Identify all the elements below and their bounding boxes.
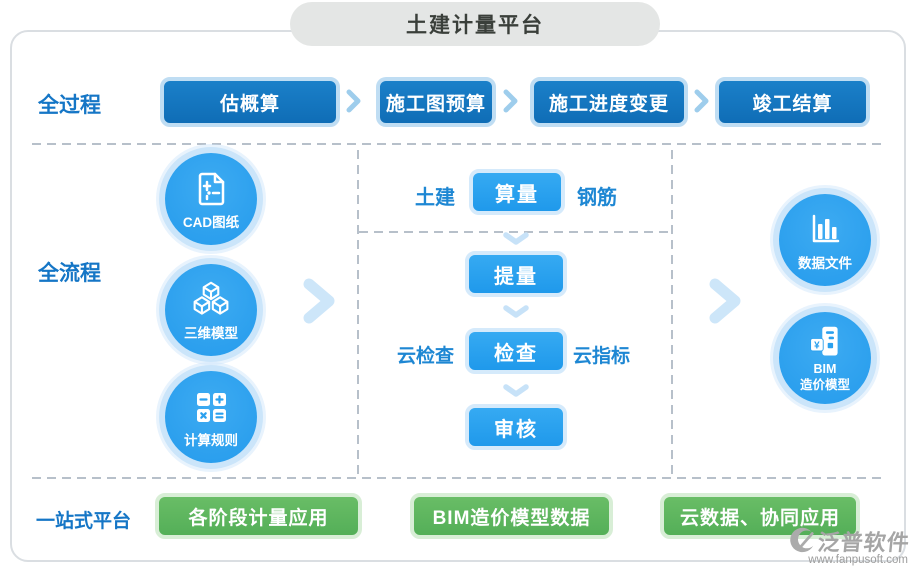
label-full-flow: 全流程 <box>38 262 101 285</box>
chevron-right-icon <box>503 89 518 113</box>
circle-label: 计算规则 <box>184 433 238 448</box>
circle-label: 数据文件 <box>798 256 852 271</box>
extract-quantity-button[interactable]: 提量 <box>465 251 567 297</box>
stage-construction-budget-button[interactable]: 施工图预算 <box>376 77 496 127</box>
tag-rebar: 钢筋 <box>577 187 617 209</box>
input-calc-rules-node[interactable]: 计算规则 <box>165 371 257 463</box>
platform-bim-cost-data-button[interactable]: BIM造价模型数据 <box>410 493 613 539</box>
chevron-down-icon <box>503 232 529 245</box>
circle-label: BIM 造价模型 <box>799 362 850 392</box>
circle-label: 三维模型 <box>184 326 238 341</box>
bar-chart-icon <box>812 214 840 243</box>
review-button[interactable]: 审核 <box>465 404 567 450</box>
center-box-inner-divider <box>359 231 671 233</box>
row-divider-dashed <box>32 143 886 145</box>
label-full-process: 全过程 <box>38 94 101 117</box>
calculator-icon <box>197 393 226 422</box>
circle-label: CAD图纸 <box>182 215 240 230</box>
cubes-3d-icon <box>193 281 229 315</box>
tag-civil: 土建 <box>415 187 455 209</box>
tag-cloud-index: 云指标 <box>573 346 631 367</box>
chevron-right-icon <box>694 89 709 113</box>
cad-drawing-icon <box>198 172 225 206</box>
row-divider-dashed <box>32 477 886 479</box>
quantity-calc-button[interactable]: 算量 <box>469 169 565 215</box>
stage-final-settlement-button[interactable]: 竣工结算 <box>715 77 870 127</box>
stage-estimate-button[interactable]: 估概算 <box>160 77 340 127</box>
svg-text:¥: ¥ <box>814 341 820 352</box>
platform-stage-apps-button[interactable]: 各阶段计量应用 <box>155 493 362 539</box>
chevron-down-icon <box>503 305 529 318</box>
watermark-url: www.fanpusoft.com <box>808 554 908 566</box>
tag-cloud-check: 云检查 <box>397 346 455 367</box>
watermark-brand: 泛普软件 <box>816 530 912 555</box>
input-cad-drawings-node[interactable]: CAD图纸 <box>165 153 257 245</box>
page-title: 土建计量平台 <box>290 2 660 46</box>
chevron-right-icon <box>346 89 361 113</box>
big-chevron-right-icon <box>709 278 741 324</box>
center-box-left-border <box>357 150 359 477</box>
output-data-files-node[interactable]: 数据文件 <box>779 194 871 286</box>
output-bim-cost-model-node[interactable]: ¥ BIM 造价模型 <box>779 312 871 404</box>
platform-cloud-collab-button[interactable]: 云数据、协同应用 <box>660 493 860 539</box>
center-box-right-border <box>671 150 673 477</box>
check-button[interactable]: 检查 <box>465 328 567 374</box>
stage-progress-change-button[interactable]: 施工进度变更 <box>530 77 688 127</box>
watermark: 泛普软件 www.fanpusoft.com <box>786 525 912 566</box>
chevron-down-icon <box>503 384 529 397</box>
label-one-stop-platform: 一站式平台 <box>36 511 132 532</box>
bim-cost-model-icon: ¥ <box>810 327 838 356</box>
big-chevron-right-icon <box>303 278 335 324</box>
fanpu-logo-icon <box>790 527 814 553</box>
input-3d-model-node[interactable]: 三维模型 <box>165 264 257 356</box>
